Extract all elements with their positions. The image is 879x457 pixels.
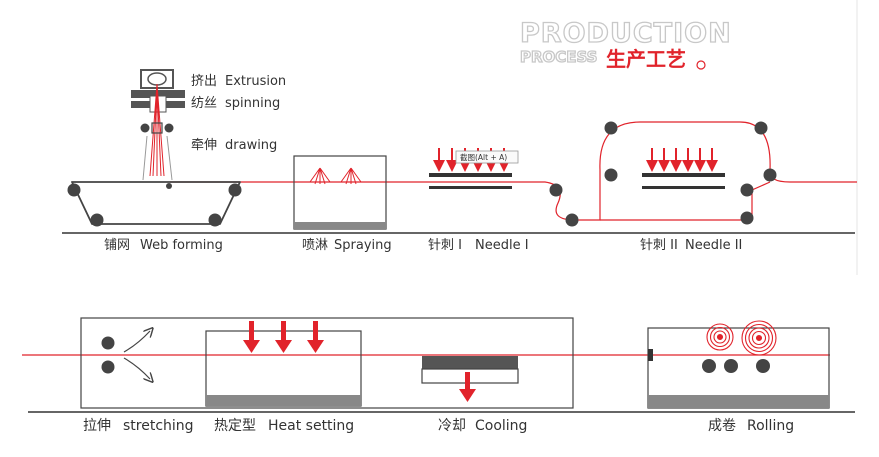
drawing-roller-right [164,123,174,133]
heat-arrow-2-icon [275,340,292,353]
rolling-drum-1 [702,359,716,373]
needle2-roller-in-upper [549,183,563,197]
needle2-roller-top-right [754,121,768,135]
screenshot-tooltip: 截图(Alt + A) [455,150,519,164]
spraying-unit [293,155,387,230]
label-heat-setting-en: Heat setting [268,418,354,434]
needle1-lower-plate [429,186,512,189]
rolling-unit [647,320,830,409]
heat-setting-unit [205,321,362,407]
conveyor-roller-1 [67,183,81,197]
needle2-lower-plate [642,186,725,189]
extruder-screw [147,72,167,86]
label-rolling-cn: 成卷 [708,418,736,434]
heat-arrow-3-icon [307,340,324,353]
heat-setting-plate [206,395,361,406]
rolling-base [648,395,829,408]
header-title: PRODUCTION [520,18,732,49]
header-subtitle-cn: 生产工艺 [606,47,686,71]
needle1-upper-plate [429,173,512,177]
cooling-unit [421,356,519,402]
stretch-arrow-down-icon [123,357,150,379]
spray-nozzle-2-icon [340,167,362,185]
needle2-roller-in-lower [565,213,579,227]
stretch-roller-top [101,336,115,350]
label-spraying-en: Spraying [334,238,392,253]
label-needle1-cn: 针刺 I [428,238,462,253]
needle2-unit [549,121,777,227]
label-stretching-en: stretching [123,418,194,434]
label-drawing-en: drawing [225,138,277,153]
stretching-unit [101,331,151,379]
needle2-roller-mid-right [763,168,777,182]
stretch-arrow-up-icon [123,331,150,353]
header-logo: PRODUCTION PROCESS 生产工艺 [519,17,732,71]
rolling-drum-3 [756,359,770,373]
label-cooling-cn: 冷却 [438,418,466,434]
tooltip-box [455,150,519,164]
needle2-upper-plate [642,173,725,177]
web-line-needle2-lower [600,181,771,221]
drawing-roller-center [151,122,163,134]
spraying-tray [294,222,386,229]
label-web-forming-cn: 铺网 [104,238,130,253]
needle2-roller-out-upper [740,183,754,197]
draw-cone [142,135,173,181]
label-spraying-cn: 喷淋 [302,238,328,253]
needle2-roller-mid-left [604,168,618,182]
label-needle2-cn: 针刺 II [640,238,678,253]
label-cooling-en: Cooling [475,418,527,434]
header-subtitle-en: PROCESS [520,48,597,66]
needle2-arrows [646,148,718,172]
conveyor-roller-3 [90,213,104,227]
registered-mark-icon [696,60,706,70]
spray-nozzle-1-icon [309,167,331,185]
rolling-inlet [648,349,653,361]
label-stretching-cn: 拉伸 [83,418,111,434]
needle2-roller-top-left [604,121,618,135]
stretch-heat-cool-housing [80,317,574,409]
conveyor-roller-4 [208,213,222,227]
cooling-arrow-icon [459,389,476,402]
label-spinning-cn: 纺丝 [191,96,217,111]
needle2-roller-out-lower [740,211,754,225]
cooling-plate [422,356,518,369]
label-spinning-en: spinning [225,96,280,111]
extruder [131,69,185,189]
roll-left-icon [706,323,734,351]
cooling-arrow-shaft [465,372,470,390]
label-web-forming-en: Web forming [140,238,223,253]
spraying-box [293,155,387,230]
drawing-roller-left [140,123,150,133]
roll-right-icon [741,320,777,356]
label-extrusion-en: Extrusion [225,74,286,89]
filament-streams [149,83,165,177]
laydown-roller [166,183,172,189]
web-line-top [170,121,857,221]
label-extrusion-cn: 挤出 [191,74,217,89]
rolling-drum-2 [724,359,738,373]
heat-arrows [243,321,324,353]
label-needle1-en: Needle I [475,238,529,253]
tooltip-text: 截图(Alt + A) [460,152,507,162]
label-needle2-en: Needle II [685,238,742,253]
label-drawing-cn: 牵伸 [191,138,217,153]
label-rolling-en: Rolling [747,418,794,434]
web-forming-conveyor [67,181,242,227]
label-heat-setting-cn: 热定型 [214,418,256,434]
heat-arrow-1-icon [243,340,260,353]
stretch-roller-bottom [101,360,115,374]
conveyor-roller-2 [228,183,242,197]
